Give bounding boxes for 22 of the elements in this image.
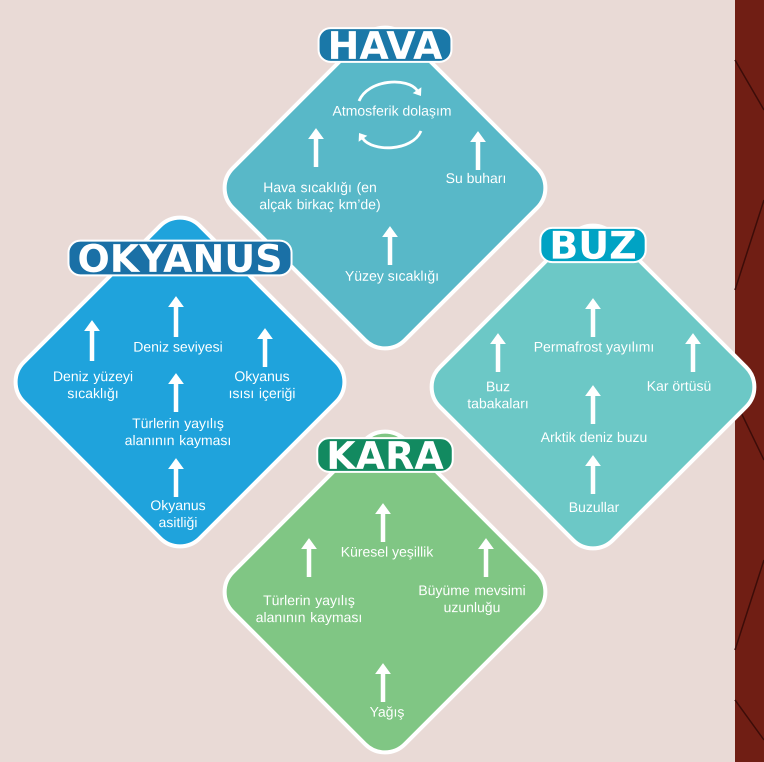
item-label: Deniz seviyesi xyxy=(134,341,222,355)
title-badge: OKYANUS xyxy=(67,240,293,276)
item-label: Deniz yüzeyi sıcaklığı xyxy=(54,370,132,402)
item-label: Yüzey sıcaklığı xyxy=(345,270,438,284)
item-label: Okyanus ısısı içeriği xyxy=(230,370,294,402)
item-label: Arktik deniz buzu xyxy=(540,432,646,442)
item-label: Türlerin yayılış alanının kayması xyxy=(125,418,230,448)
item-label: Okyanus asitliği xyxy=(151,500,206,530)
item-label: Buzullar xyxy=(570,502,620,512)
item-label: Hava sıcaklığı (en alçak birkaç km’de) xyxy=(260,182,380,212)
item-label: Permafrost yayılımı xyxy=(534,341,653,355)
item-label: Türlerin yayılış alanının kayması xyxy=(256,594,361,626)
item-label: Yağış xyxy=(370,706,404,720)
title-badge: BUZ xyxy=(539,226,647,264)
item-label: Buz tabakaları xyxy=(467,382,528,408)
item-label: Büyüme mevsimi uzunluğu xyxy=(419,584,525,616)
title-badge: KARA xyxy=(316,437,454,473)
item-label: Kar örtüsü xyxy=(648,381,710,391)
item-label: Su buharı xyxy=(446,172,505,184)
item-label: Küresel yeşillik xyxy=(342,546,434,560)
title-badge: HAVA xyxy=(318,27,452,63)
item-label: Atmosferik dolaşım xyxy=(332,105,451,119)
